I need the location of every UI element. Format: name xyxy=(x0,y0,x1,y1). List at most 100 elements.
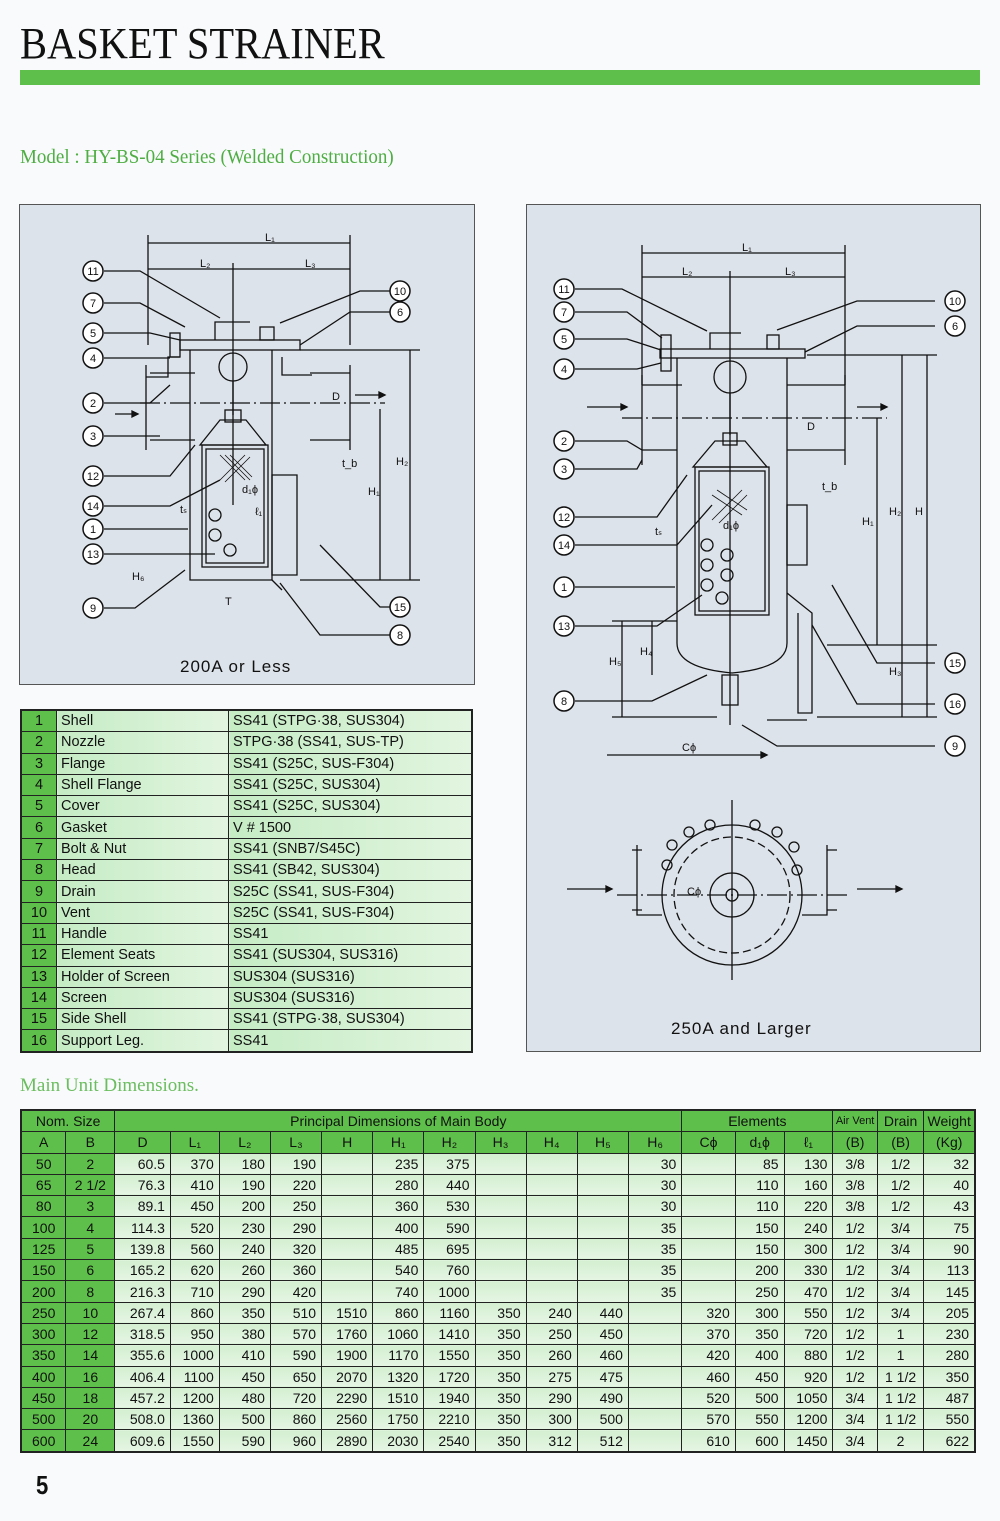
dimensions-cell: 1/2 xyxy=(832,1237,878,1261)
dimensions-cell: 560 xyxy=(169,1237,220,1261)
dimensions-cell: 410 xyxy=(218,1344,271,1367)
part-name: Side Shell xyxy=(56,1008,229,1031)
part-material: SS41 (SB42, SUS304) xyxy=(228,859,473,882)
dim-label-ts: tₛ xyxy=(655,526,662,538)
dimensions-cell: 350 xyxy=(474,1344,527,1367)
svg-text:15: 15 xyxy=(949,658,961,670)
dimensions-cell: 860 xyxy=(169,1301,220,1324)
dimensions-cell: 3/8 xyxy=(832,1152,878,1175)
dimensions-cell: 3/4 xyxy=(876,1216,925,1239)
dimensions-cell: 190 xyxy=(269,1152,323,1175)
dimensions-cell xyxy=(627,1301,683,1324)
dimensions-cell: 130 xyxy=(783,1152,834,1175)
dimensions-cell: 610 xyxy=(681,1429,736,1453)
dim-label-h1: H₁ xyxy=(862,516,874,528)
dimensions-cell: 275 xyxy=(525,1365,578,1388)
dimensions-cell: 1940 xyxy=(423,1386,476,1410)
dimensions-cell: 510 xyxy=(269,1301,323,1324)
dimensions-cell: 80 xyxy=(20,1195,67,1218)
dimensions-cell: 165.2 xyxy=(114,1259,171,1282)
dimensions-cell: 1360 xyxy=(169,1408,220,1431)
svg-text:14: 14 xyxy=(558,540,570,552)
dimensions-cell xyxy=(474,1259,527,1282)
part-number: 11 xyxy=(20,922,57,946)
title-divider-bar xyxy=(20,70,980,85)
dimensions-cell: 260 xyxy=(218,1259,271,1282)
dimensions-cell: 400 xyxy=(372,1216,425,1239)
dimensions-cell: 30 xyxy=(627,1195,683,1218)
dimensions-cell: 260 xyxy=(525,1344,578,1367)
dimensions-cell: 450 xyxy=(576,1322,629,1346)
dimensions-cell xyxy=(321,1216,374,1239)
dimensions-cell: 3/8 xyxy=(832,1173,878,1197)
dimensions-cell: 190 xyxy=(218,1173,271,1197)
dim-label-h6: H₆ xyxy=(132,571,144,583)
svg-text:7: 7 xyxy=(90,298,96,310)
dimensions-cell xyxy=(525,1237,578,1261)
header-drain: Drain xyxy=(876,1109,925,1133)
dimensions-cell: 300 xyxy=(783,1237,834,1261)
dimensions-cell: 280 xyxy=(923,1344,976,1367)
header-principal-dimensions: Principal Dimensions of Main Body xyxy=(114,1109,683,1133)
callout-7: 7 xyxy=(82,292,104,314)
dimensions-cell: 114.3 xyxy=(114,1216,171,1239)
dim-label-l3: L₃ xyxy=(785,266,796,278)
dimensions-cell: 145 xyxy=(923,1280,976,1303)
dimensions-cell: 710 xyxy=(169,1280,220,1303)
page-number: 5 xyxy=(36,1470,49,1500)
dimensions-cell: 880 xyxy=(783,1344,834,1367)
dimensions-cell: 205 xyxy=(923,1301,976,1324)
part-name: Shell Flange xyxy=(56,773,229,797)
column-header: H₁ xyxy=(372,1131,425,1154)
dimensions-cell: 150 xyxy=(734,1237,785,1261)
svg-text:10: 10 xyxy=(949,296,961,308)
dimensions-cell: 1060 xyxy=(372,1322,425,1346)
dimensions-cell xyxy=(321,1259,374,1282)
dim-label-l3: L₃ xyxy=(305,258,316,270)
dim-label-l2: L₂ xyxy=(682,266,692,278)
dimensions-cell: 2890 xyxy=(321,1429,374,1453)
part-material: S25C (SS41, SUS-F304) xyxy=(228,901,473,924)
dimensions-cell: 590 xyxy=(218,1429,271,1453)
dimensions-cell xyxy=(576,1152,629,1175)
dimensions-cell: 4 xyxy=(65,1216,116,1239)
dim-label-h1: H₁ xyxy=(368,486,380,498)
dimensions-cell: 235 xyxy=(372,1152,425,1175)
dimensions-cell: 740 xyxy=(372,1280,425,1303)
column-header: H₅ xyxy=(576,1131,629,1154)
header-elements: Elements xyxy=(681,1109,834,1133)
dim-label-h5: H₅ xyxy=(609,656,621,668)
dimensions-cell: 30 xyxy=(627,1152,683,1175)
dimensions-cell: 16 xyxy=(65,1365,116,1388)
dimensions-cell xyxy=(525,1152,578,1175)
dimensions-cell: 6 xyxy=(65,1259,116,1282)
part-material: SS41 (S25C, SUS304) xyxy=(228,795,473,818)
part-name: Shell xyxy=(56,709,229,733)
callout-11: 11 xyxy=(82,260,104,282)
dimensions-cell xyxy=(681,1280,736,1303)
part-material: SS41 (S25C, SUS304) xyxy=(228,773,473,797)
dim-label-d: D xyxy=(807,421,815,433)
part-material: SS41 (STPG·38, SUS304) xyxy=(228,1008,473,1031)
dimensions-cell: 1160 xyxy=(423,1301,476,1324)
dimensions-cell: 250 xyxy=(269,1195,323,1218)
dimensions-cell: 110 xyxy=(734,1173,785,1197)
svg-text:4: 4 xyxy=(90,353,96,365)
dimensions-cell: 267.4 xyxy=(114,1301,171,1324)
dimensions-cell: 375 xyxy=(423,1152,476,1175)
dimensions-cell xyxy=(321,1195,374,1218)
part-number: 12 xyxy=(20,944,57,967)
dimensions-cell xyxy=(321,1237,374,1261)
dimensions-cell: 450 xyxy=(20,1386,67,1410)
dimensions-cell: 457.2 xyxy=(114,1386,171,1410)
dim-label-h4: H₄ xyxy=(640,646,653,658)
dimensions-group-header-row: Nom. Size Principal Dimensions of Main B… xyxy=(20,1109,976,1133)
dimensions-cell xyxy=(681,1152,736,1175)
dimensions-cell: 290 xyxy=(269,1216,323,1239)
dimensions-cell: 360 xyxy=(269,1259,323,1282)
dimensions-cell: 24 xyxy=(65,1429,116,1453)
